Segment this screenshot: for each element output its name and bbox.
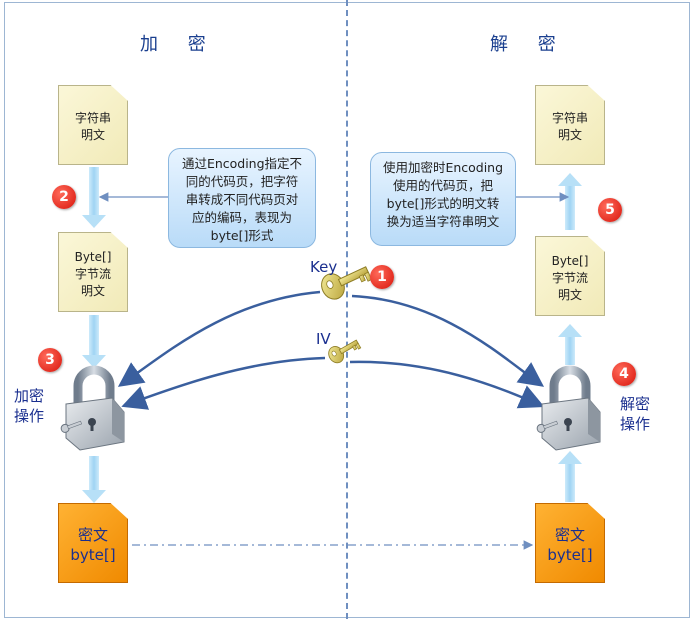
encrypt-lock-icon — [60, 365, 125, 451]
right-flow-arrow-1 — [558, 173, 582, 230]
decrypt-cipher-doc: 密文 byte[] — [535, 503, 605, 583]
encrypt-operation-label: 加密 操作 — [14, 387, 45, 425]
right-flow-arrow-2 — [558, 324, 582, 365]
decrypt-lock-icon — [536, 365, 601, 451]
right-flow-arrow-3 — [558, 451, 582, 502]
left-flow-arrow-3 — [82, 456, 106, 503]
iv-curve-to-encrypt — [121, 356, 326, 410]
step-badge-4: 4 — [612, 362, 636, 386]
key-curve-to-decrypt — [351, 294, 545, 387]
key-label: Key — [310, 258, 338, 276]
step-badge-5: 5 — [598, 198, 622, 222]
left-flow-arrow-1 — [82, 167, 106, 228]
iv-label: IV — [316, 330, 331, 348]
iv-key-icon — [328, 339, 362, 364]
encrypt-cipher-doc: 密文 byte[] — [58, 503, 128, 583]
step-badge-2: 2 — [52, 185, 76, 209]
encrypt-byte-doc: Byte[] 字节流 明文 — [58, 232, 128, 312]
decrypt-operation-label: 解密 操作 — [620, 395, 651, 433]
key-curve-to-encrypt — [117, 290, 321, 387]
encrypt-plaintext-doc: 字符串 明文 — [58, 85, 128, 165]
decrypt-heading: 解 密 — [490, 34, 568, 55]
encrypt-heading: 加 密 — [140, 34, 218, 55]
decrypt-encoding-note: 使用加密时Encoding 使用的代码页，把 byte[]形式的明文转 换为适当… — [370, 152, 516, 246]
center-divider — [346, 0, 348, 619]
key-icon — [321, 266, 373, 300]
iv-curve-to-decrypt — [349, 360, 545, 409]
step-badge-3: 3 — [38, 348, 62, 372]
encrypt-encoding-note: 通过Encoding指定不 同的代码页，把字符 串转成不同代码页对 应的编码，表… — [168, 148, 316, 248]
decrypt-byte-doc: Byte[] 字节流 明文 — [535, 236, 605, 316]
decrypt-plaintext-doc: 字符串 明文 — [535, 85, 605, 165]
left-flow-arrow-2 — [82, 315, 106, 368]
step-badge-1: 1 — [370, 265, 394, 289]
